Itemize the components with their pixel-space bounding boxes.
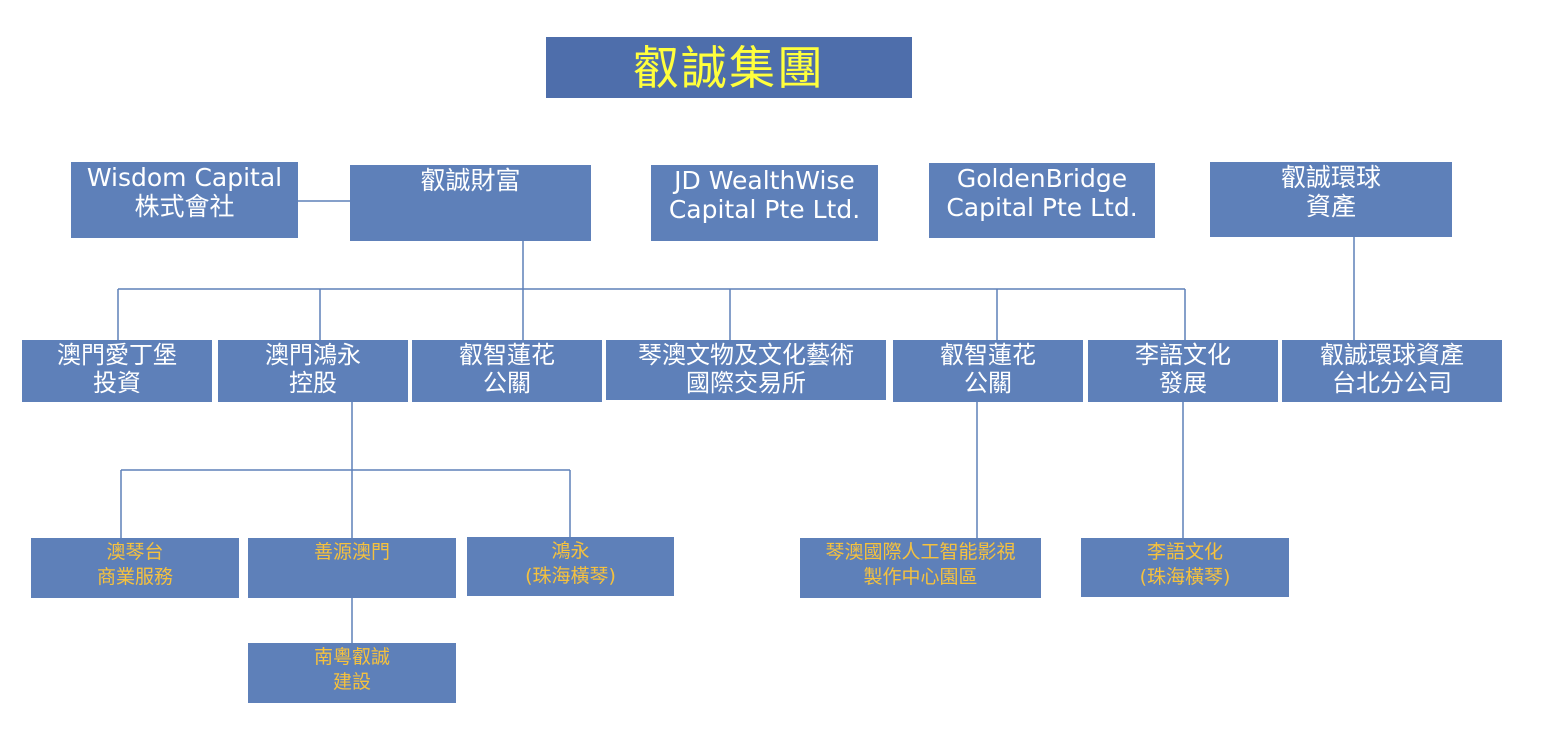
node-film-center: 琴澳國際人工智能影視 製作中心園區 [800,538,1041,598]
node-label-1: 叡誠財富 [420,166,521,195]
node-taipei-branch: 叡誠環球資產 台北分公司 [1282,340,1502,402]
node-lotus-pr-1: 叡智蓮花 公關 [412,340,602,402]
node-label-1: 叡誠環球資產 [1320,341,1464,369]
node-nanyue-construction: 南粵叡誠 建設 [248,643,456,703]
node-label-2: 資產 [1305,191,1356,221]
node-wisdom-capital: Wisdom Capital 株式會社 [71,162,298,238]
node-liyu-culture: 李語文化 發展 [1088,340,1278,402]
node-goldenbridge: GoldenBridge Capital Pte Ltd. [929,163,1155,238]
node-label-1: 李語文化 [1135,341,1231,369]
node-label-1: 南粵叡誠 [313,646,390,668]
node-label-2: 台北分公司 [1332,368,1452,397]
node-label-2: 株式會社 [134,191,235,221]
node-shanyuan-macau: 善源澳門 [248,538,456,598]
node-label-1: 澳門愛丁堡 [57,341,177,369]
node-label-1: 鴻永 [551,540,590,562]
node-macau-edinburgh: 澳門愛丁堡 投資 [22,340,212,402]
node-label-1: 李語文化 [1146,541,1223,563]
node-lotus-pr-2: 叡智蓮花 公關 [893,340,1083,402]
node-label-2: 控股 [289,368,337,397]
node-hongwing-zhuhai: 鴻永 (珠海橫琴) [467,537,674,596]
node-macau-hongwing: 澳門鴻永 控股 [218,340,408,402]
node-label-2: 建設 [332,670,371,693]
node-label-2: 製作中心園區 [863,565,978,588]
node-label-1: 琴澳文物及文化藝術 [638,341,854,369]
node-label-1: 琴澳國際人工智能影視 [825,541,1016,563]
node-label-1: 叡智蓮花 [459,341,555,369]
node-label-2: 商業服務 [96,565,173,588]
group-title-box: 叡誠集團 [546,37,912,98]
node-label-1: GoldenBridge [956,164,1128,193]
node-label-1: 澳琴台 [106,541,164,563]
node-label-2: 投資 [93,368,141,397]
node-label-1: 澳門鴻永 [265,341,361,369]
node-label-1: 善源澳門 [313,541,390,563]
node-label-2: Capital Pte Ltd. [668,194,861,224]
node-label-2: 國際交易所 [686,368,806,397]
node-art-exchange: 琴澳文物及文化藝術 國際交易所 [606,340,886,400]
node-liyu-zhuhai: 李語文化 (珠海橫琴) [1081,538,1289,597]
node-label-2: Capital Pte Ltd. [946,192,1138,222]
node-label-1: Wisdom Capital [86,163,283,192]
node-aoqintai: 澳琴台 商業服務 [31,538,239,598]
node-label-1: JD WealthWise [674,166,855,195]
node-label-1: 叡誠環球 [1280,163,1381,192]
node-label-1: 叡智蓮花 [940,341,1036,369]
group-title: 叡誠集團 [633,40,825,95]
node-label-2: 公關 [964,368,1012,397]
node-jd-wealthwise: JD WealthWise Capital Pte Ltd. [651,165,878,241]
node-label-2: (珠海橫琴) [1139,565,1231,588]
node-label-2: 發展 [1159,368,1207,397]
node-rui-cheng-wealth: 叡誠財富 [350,165,591,241]
node-label-2: 公關 [483,368,531,397]
node-rui-cheng-global: 叡誠環球 資產 [1210,162,1452,237]
node-label-2: (珠海橫琴) [525,564,616,587]
